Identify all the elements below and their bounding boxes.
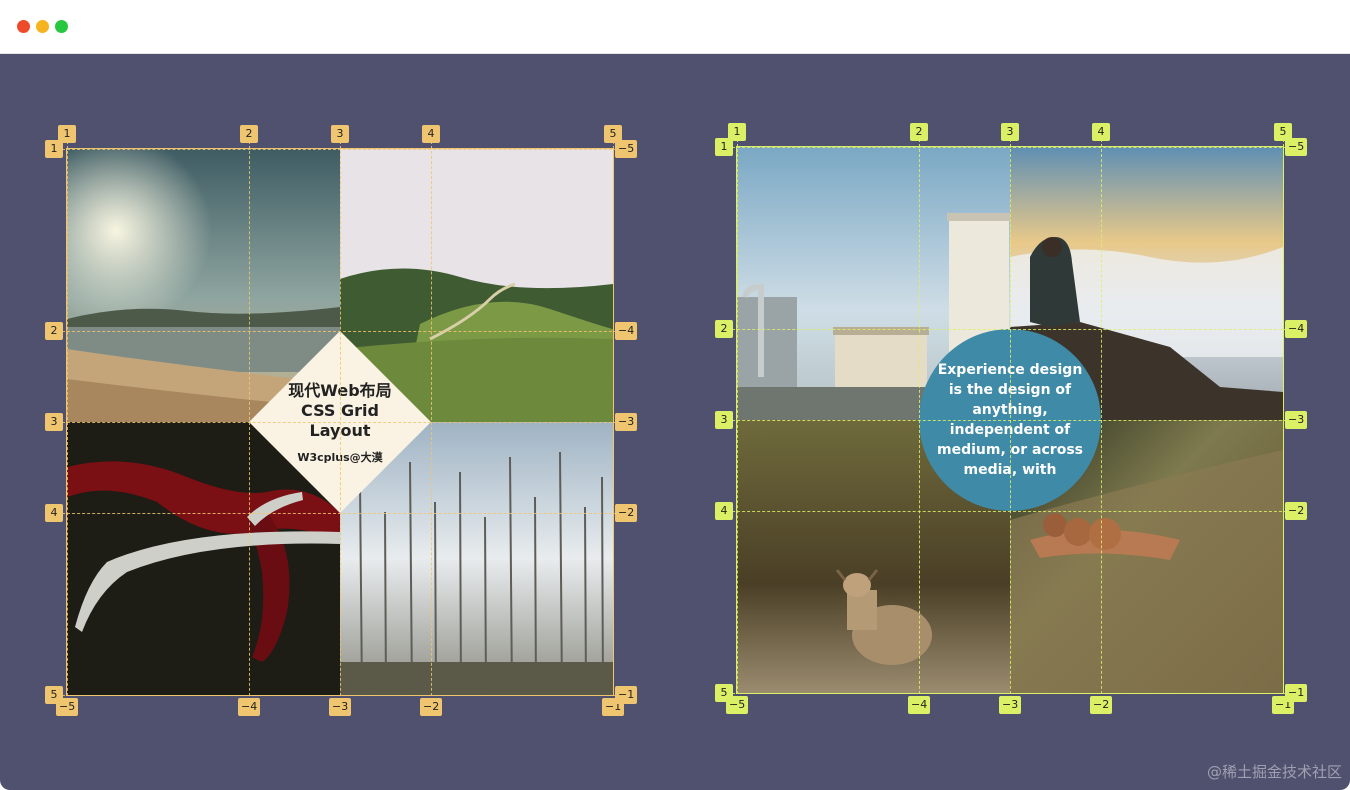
row-line-number-right: −4	[615, 322, 638, 340]
right-grid-demo: Experience design is the design of anyth…	[715, 123, 1308, 714]
clay-balls-ledge-image	[1010, 420, 1283, 693]
column-line-number-bottom: −4	[238, 698, 261, 716]
row-line-number-right: −2	[1285, 502, 1308, 520]
grid-row-line	[717, 511, 1307, 512]
left-grid-container: 现代Web布局 CSS Grid Layout W3cplus@大漠	[66, 148, 614, 696]
row-line-number-left: 2	[45, 322, 63, 340]
row-line-number-left: 4	[715, 502, 733, 520]
column-line-number-top: 5	[604, 125, 622, 143]
column-line-number-bottom: −2	[1090, 696, 1113, 714]
row-line-number-right: −1	[615, 686, 638, 704]
row-line-number-right: −5	[1285, 138, 1308, 156]
window-title-bar	[0, 0, 1350, 54]
grid-column-line	[431, 141, 432, 711]
grid-row-line	[717, 329, 1307, 330]
column-line-number-bottom: −2	[420, 698, 443, 716]
column-line-number-top: 4	[1092, 123, 1110, 141]
grid-column-line	[1283, 139, 1284, 709]
maximize-window-button[interactable]	[55, 20, 68, 33]
close-window-button[interactable]	[17, 20, 30, 33]
grid-row-line	[47, 513, 637, 514]
row-line-number-right: −5	[615, 140, 638, 158]
grid-column-line	[340, 141, 341, 711]
row-line-number-left: 3	[45, 413, 63, 431]
column-line-number-top: 2	[910, 123, 928, 141]
column-line-number-bottom: −5	[56, 698, 79, 716]
grid-column-line	[613, 141, 614, 711]
grid-row-line	[717, 147, 1307, 148]
site-watermark: @稀土掘金技术社区	[1206, 763, 1342, 781]
row-line-number-left: 5	[45, 686, 63, 704]
beach-sunset-image	[67, 149, 340, 422]
grid-column-line	[249, 141, 250, 711]
column-line-number-top: 1	[728, 123, 746, 141]
grid-column-line	[919, 139, 920, 709]
grid-row-line	[717, 693, 1307, 694]
grid-row-line	[717, 420, 1307, 421]
column-line-number-bottom: −3	[329, 698, 352, 716]
row-line-number-right: −2	[615, 504, 638, 522]
column-line-number-top: 2	[240, 125, 258, 143]
row-line-number-right: −3	[1285, 411, 1308, 429]
row-line-number-left: 4	[45, 504, 63, 522]
column-line-number-top: 3	[1001, 123, 1019, 141]
grid-column-line	[1101, 139, 1102, 709]
row-line-number-left: 1	[715, 138, 733, 156]
diamond-title-line-1: 现代Web布局	[288, 381, 392, 400]
row-line-number-right: −3	[615, 413, 638, 431]
row-line-number-right: −1	[1285, 684, 1308, 702]
row-line-number-left: 3	[715, 411, 733, 429]
column-line-number-bottom: −4	[908, 696, 931, 714]
row-line-number-left: 1	[45, 140, 63, 158]
row-line-number-left: 2	[715, 320, 733, 338]
minimize-window-button[interactable]	[36, 20, 49, 33]
column-line-number-bottom: −3	[999, 696, 1022, 714]
column-line-number-top: 3	[331, 125, 349, 143]
column-line-number-top: 4	[422, 125, 440, 143]
column-line-number-top: 5	[1274, 123, 1292, 141]
column-line-number-top: 1	[58, 125, 76, 143]
grid-column-line	[737, 139, 738, 709]
grid-row-line	[47, 422, 637, 423]
row-line-number-right: −4	[1285, 320, 1308, 338]
demo-stage: 现代Web布局 CSS Grid Layout W3cplus@大漠 1 −5 1 −…	[0, 54, 1350, 790]
grid-row-line	[47, 331, 637, 332]
row-line-number-left: 5	[715, 684, 733, 702]
grid-row-line	[47, 149, 637, 150]
grid-row-line	[47, 695, 637, 696]
grid-column-line	[1010, 139, 1011, 709]
grid-column-line	[67, 141, 68, 711]
left-grid-demo: 现代Web布局 CSS Grid Layout W3cplus@大漠 1 −5 1 −…	[45, 125, 638, 716]
